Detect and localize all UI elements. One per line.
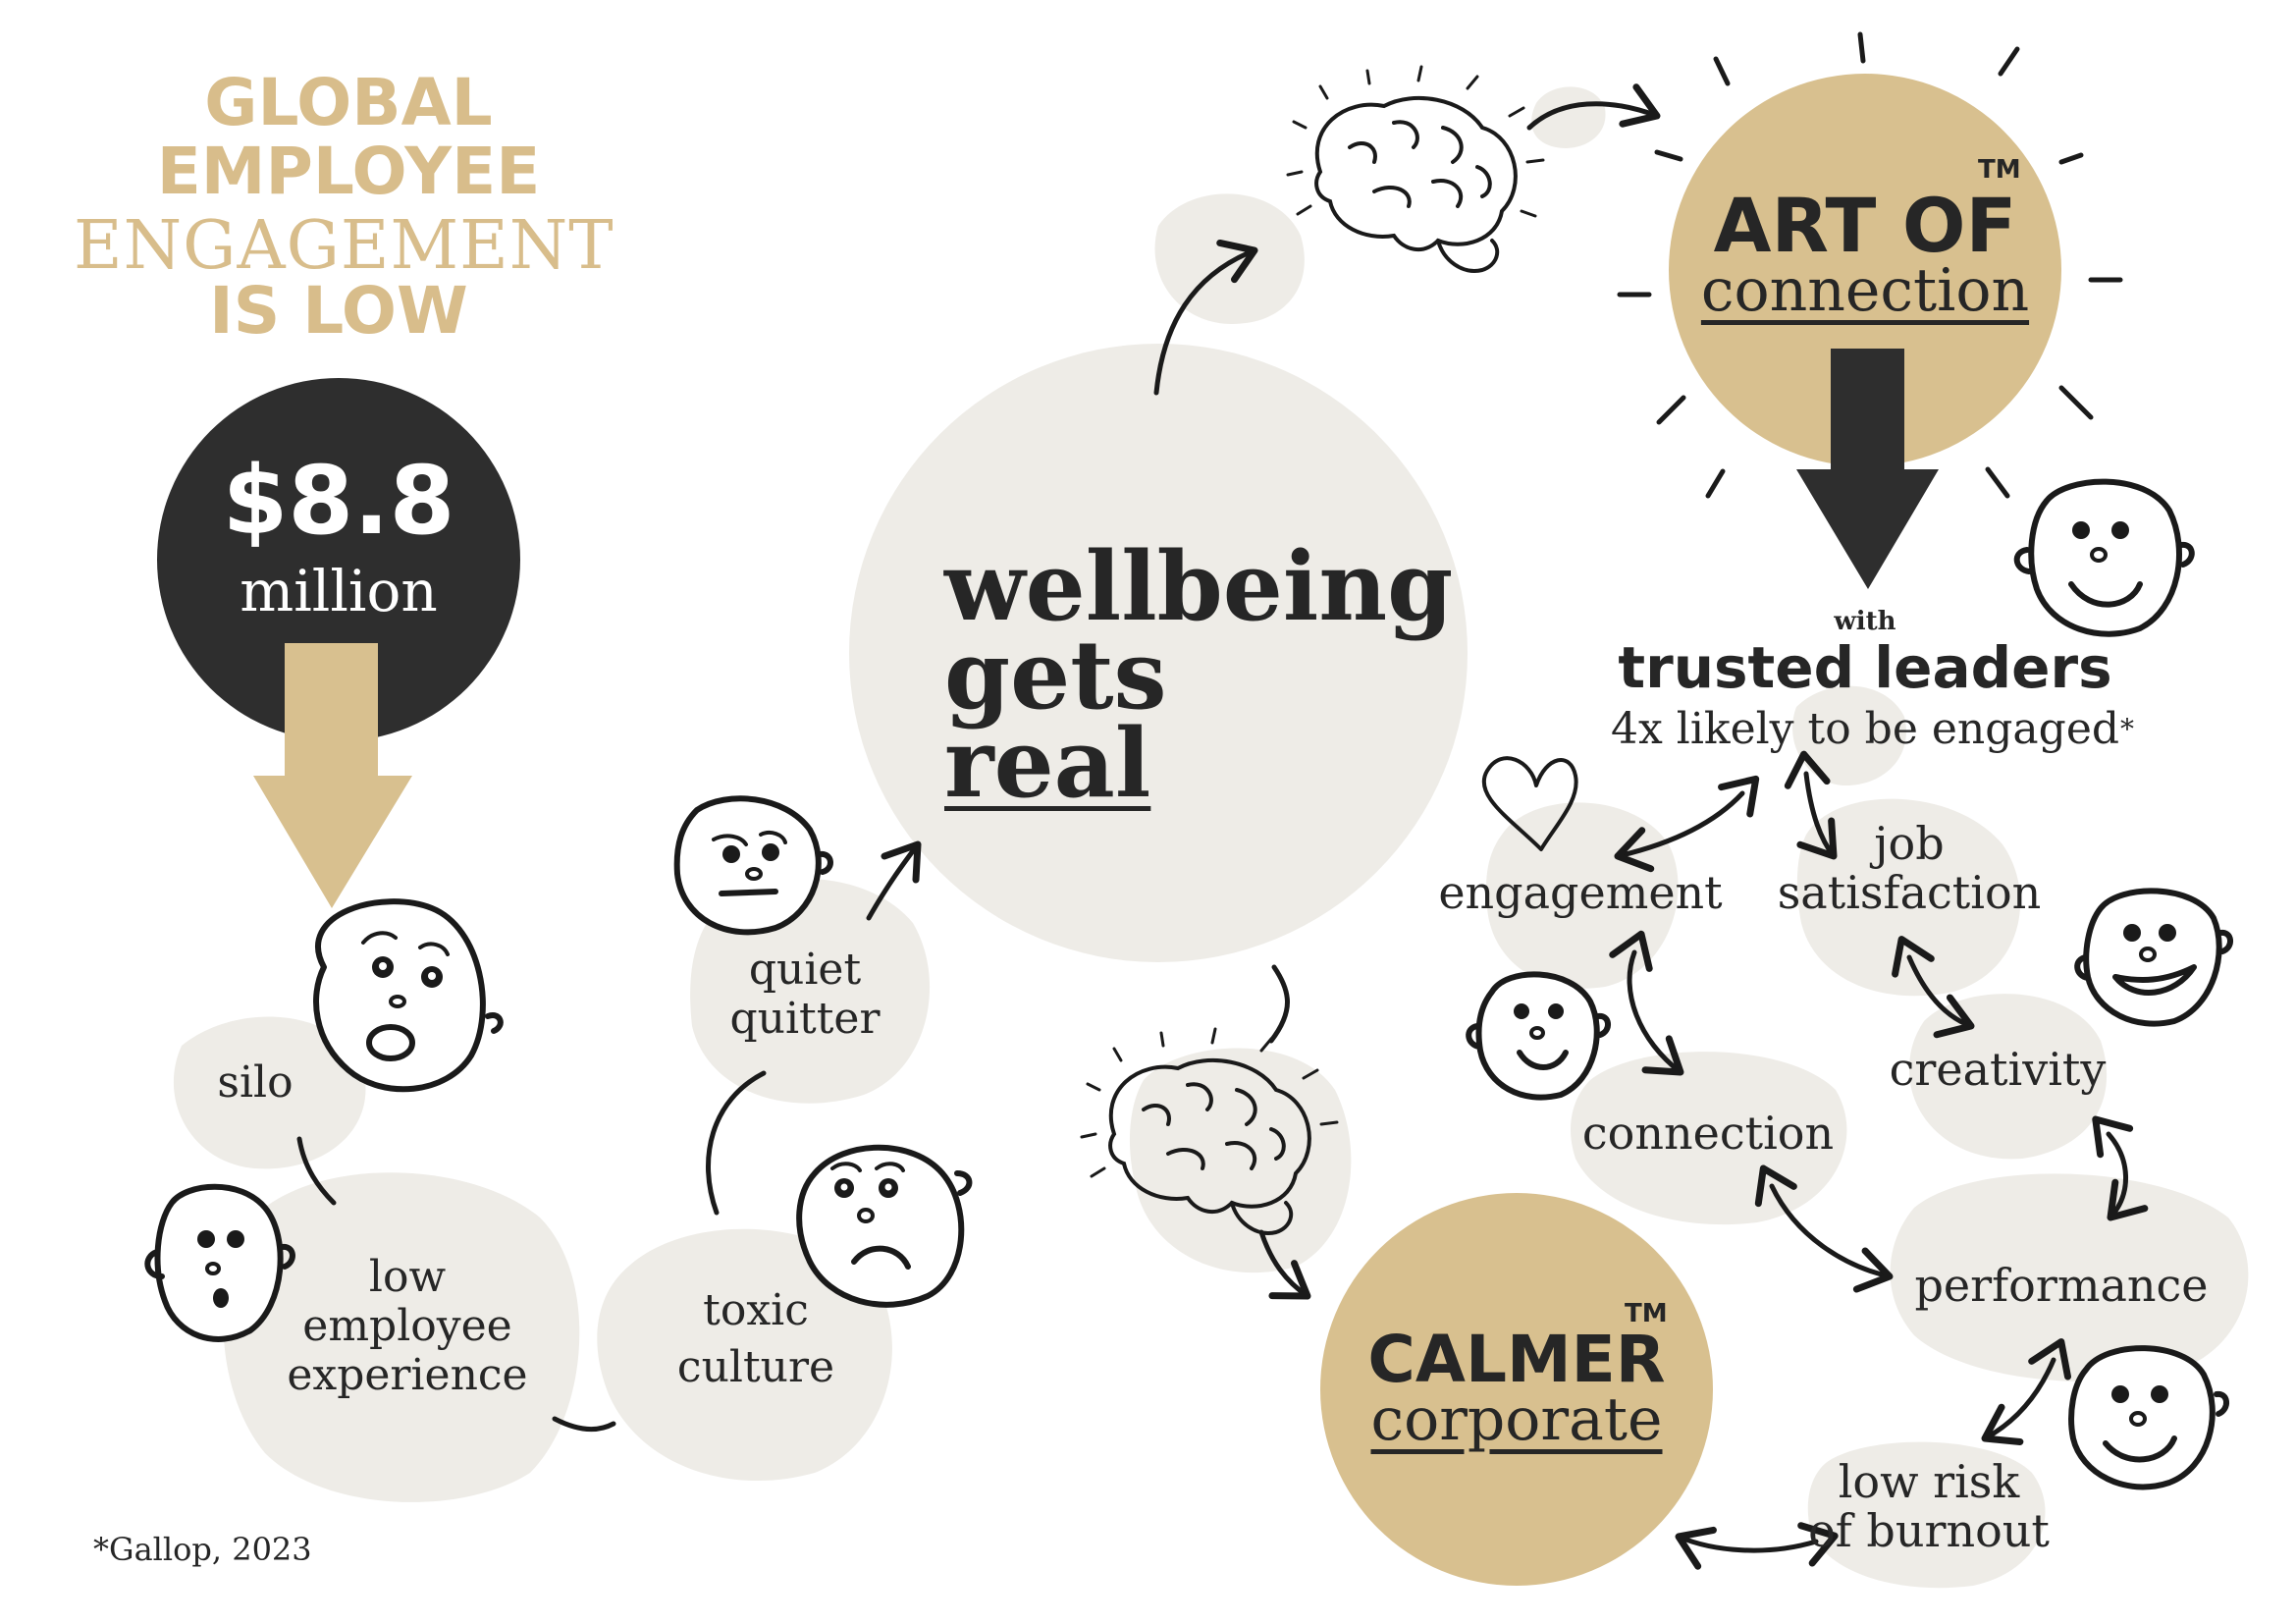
label-silo: silo: [217, 1057, 294, 1108]
label-low-risk: low risk: [1838, 1455, 2020, 1508]
label-creativity: creativity: [1889, 1043, 2107, 1096]
arrow-wellbeing-up: [1153, 239, 1258, 396]
center-line-3: real: [944, 708, 1151, 819]
art-subtitle: connection: [1700, 256, 2030, 325]
blob-wellbeing: [849, 344, 1468, 962]
label-low-experience-1: low: [368, 1252, 447, 1302]
face-sad-icon: [796, 1144, 973, 1308]
calmer-tm: TM: [1625, 1299, 1668, 1328]
line-toxic-quitter: [706, 1070, 767, 1216]
label-of-burnout: of burnout: [1808, 1504, 2050, 1557]
brain-icon-top: [1286, 65, 1545, 273]
face-happy-icon-1: [2013, 478, 2195, 637]
line-experience-toxic: [552, 1416, 616, 1432]
label-engagement: engagement: [1438, 866, 1723, 919]
calmer-subtitle: corporate: [1370, 1385, 1663, 1454]
label-toxic-culture-2: culture: [676, 1342, 835, 1392]
face-grinning-icon: [2074, 888, 2233, 1027]
art-title: ART OF: [1713, 182, 2017, 269]
arrow-engagement-connection: [1609, 930, 1684, 1076]
label-low-experience-3: experience: [287, 1350, 528, 1400]
label-quiet-quitter-1: quiet: [748, 945, 862, 995]
blob-performance: [1890, 1173, 2249, 1382]
heart-icon: [1481, 756, 1578, 851]
blob-silo: [173, 1016, 366, 1169]
face-surprised-icon: [144, 1183, 295, 1342]
arrow-burnout-calmer: [1675, 1522, 1839, 1570]
blob-low-experience: [223, 1172, 580, 1502]
arrow-creativity-performance: [2092, 1115, 2149, 1221]
arrow-brain-calmer: [1258, 1229, 1311, 1300]
calmer-corporate-circle: [1320, 1193, 1713, 1586]
face-worried-icon: [673, 795, 833, 936]
cost-down-arrow: [253, 643, 412, 908]
headline-line-4: IS LOW: [209, 273, 468, 349]
art-down-arrow: [1796, 349, 1939, 589]
line-silo-experience: [296, 1136, 337, 1206]
headline-line-3: ENGAGEMENT: [74, 207, 614, 285]
trusted-title: trusted leaders: [1618, 634, 2112, 701]
arrow-brain-art: [1526, 83, 1661, 131]
label-job: job: [1874, 817, 1945, 870]
art-of-connection-circle: [1669, 74, 2061, 466]
center-line-2: gets: [944, 620, 1167, 731]
calmer-title: CALMER: [1367, 1322, 1666, 1397]
face-happy-icon-3: [2068, 1345, 2229, 1490]
footnote: *Gallop, 2023: [93, 1531, 312, 1568]
arrow-job-creativity: [1892, 936, 1975, 1039]
blob-small-top: [1154, 193, 1305, 324]
trusted-stat: 4x likely to be engaged: [1610, 704, 2120, 754]
face-shocked-icon: [313, 898, 504, 1093]
label-toxic-culture-1: toxic: [703, 1285, 809, 1335]
headline-line-1: GLOBAL: [204, 65, 493, 140]
face-happy-icon-2: [1466, 971, 1611, 1101]
trusted-with: with: [1834, 607, 1896, 636]
cost-circle: [157, 378, 520, 741]
center-line-1: wellbeing: [944, 531, 1454, 642]
blob-brain-lower: [1129, 1048, 1352, 1273]
blob-burnout: [1807, 1441, 2046, 1589]
arrow-performance-burnout: [1981, 1338, 2071, 1445]
art-tm: TM: [1978, 155, 2021, 185]
headline-line-2: EMPLOYEE: [156, 134, 541, 209]
line-wellbeing-brain: [1268, 964, 1290, 1044]
connectors: [296, 83, 2149, 1570]
label-performance: performance: [1914, 1259, 2209, 1312]
sun-rays: [1617, 31, 2123, 499]
arrow-quitter-wellbeing: [866, 840, 922, 921]
label-low-experience-2: employee: [302, 1301, 512, 1351]
cost-unit: million: [240, 558, 438, 624]
blob-toxic-culture: [597, 1228, 892, 1482]
brain-icon-bottom: [1080, 1027, 1339, 1235]
trusted-star: *: [2120, 713, 2134, 745]
cost-amount: $8.8: [222, 446, 455, 556]
label-satisfaction: satisfaction: [1777, 866, 2042, 919]
arrow-trusted-engagement: [1614, 775, 1760, 873]
label-connection: connection: [1581, 1107, 1835, 1160]
label-quiet-quitter-2: quitter: [729, 994, 881, 1044]
arrow-connection-performance: [1754, 1164, 1894, 1293]
arrow-trusted-job: [1784, 750, 1838, 860]
